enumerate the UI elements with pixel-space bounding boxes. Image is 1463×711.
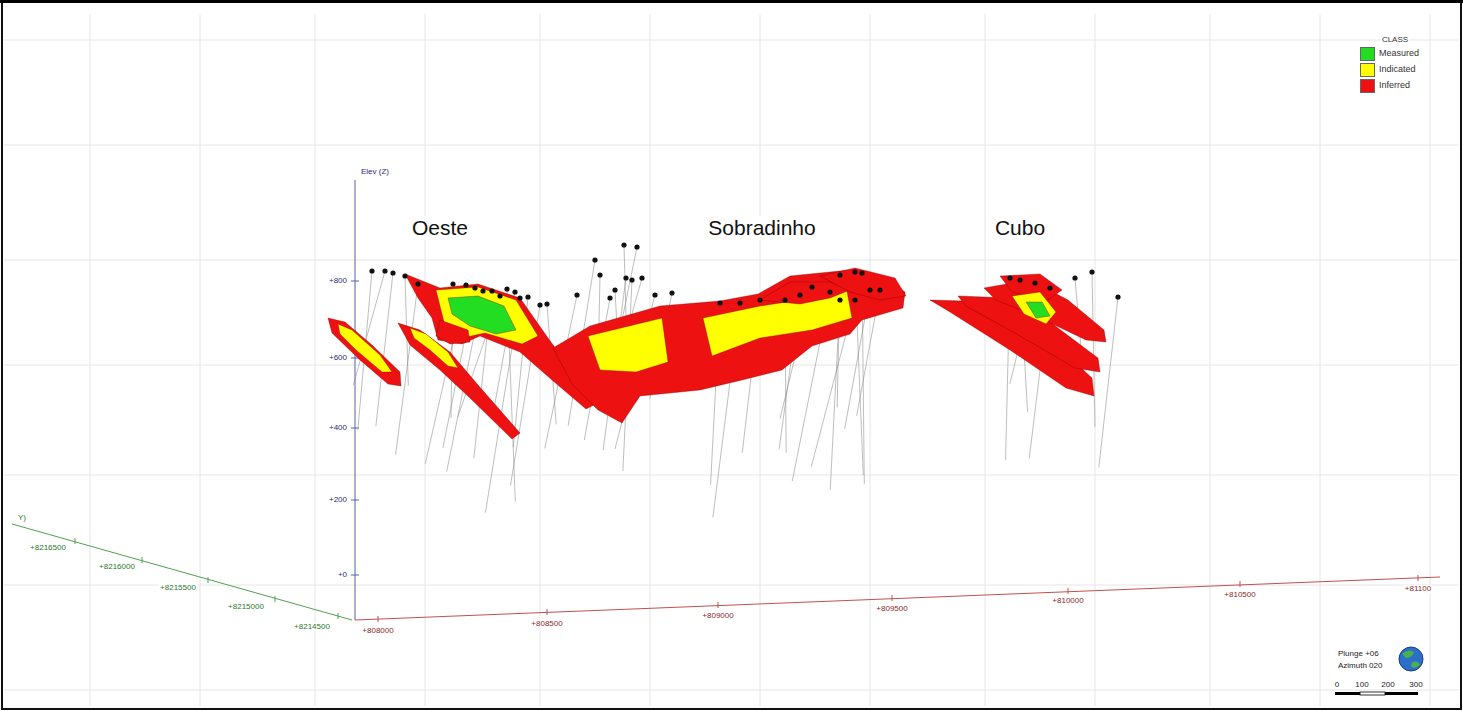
elevation-tick: +0 — [337, 571, 348, 580]
easting-tick: +808500 — [530, 620, 563, 629]
elevation-tick: +200 — [328, 496, 348, 505]
easting-tick: +81100 — [1404, 585, 1432, 594]
scale-number: 200 — [1380, 681, 1395, 690]
view-azimuth: Azimuth 020 — [1337, 662, 1383, 671]
drill-collars — [369, 242, 1120, 307]
northing-tick: +8216500 — [29, 544, 67, 553]
ore-bodies — [328, 268, 1106, 439]
easting-tick: +808000 — [361, 627, 394, 636]
northing-tick: +8215500 — [159, 584, 197, 593]
legend-label: Inferred — [1378, 81, 1411, 91]
view-plunge: Plunge +06 — [1337, 650, 1380, 659]
scale-bar — [1335, 692, 1418, 695]
drill-holes — [353, 245, 1118, 518]
elevation-tick: +800 — [328, 277, 348, 286]
northing-tick: +8215000 — [227, 603, 265, 612]
elevation-tick: +400 — [328, 424, 348, 433]
northing-tick: +8214500 — [293, 623, 331, 632]
easting-tick: +809000 — [701, 612, 734, 621]
axis-title: Y) — [17, 514, 27, 523]
legend-swatch — [1360, 63, 1375, 77]
northing-tick: +8216000 — [98, 563, 136, 572]
elevation-tick: +600 — [328, 354, 348, 363]
axes — [12, 180, 1440, 622]
scale-number: 100 — [1354, 681, 1369, 690]
legend-label: Indicated — [1378, 65, 1417, 75]
axis-title: Elev (Z) — [360, 168, 390, 177]
deposit-name: Sobradinho — [707, 216, 816, 239]
easting-tick: +810500 — [1223, 591, 1256, 600]
easting-tick: +810000 — [1051, 597, 1084, 606]
legend-swatch — [1360, 47, 1375, 61]
legend-label: Measured — [1378, 49, 1420, 59]
deposit-name: Oeste — [411, 216, 469, 239]
legend-heading: CLASS — [1381, 36, 1409, 45]
legend-swatch — [1360, 79, 1375, 93]
top-rule — [0, 0, 1463, 3]
easting-tick: +809500 — [875, 605, 908, 614]
scale-number: 300 — [1408, 681, 1423, 690]
deposit-name: Cubo — [994, 216, 1046, 239]
orientation-globe — [1399, 647, 1423, 671]
scale-number: 0 — [1334, 681, 1340, 690]
grid — [4, 14, 1459, 706]
